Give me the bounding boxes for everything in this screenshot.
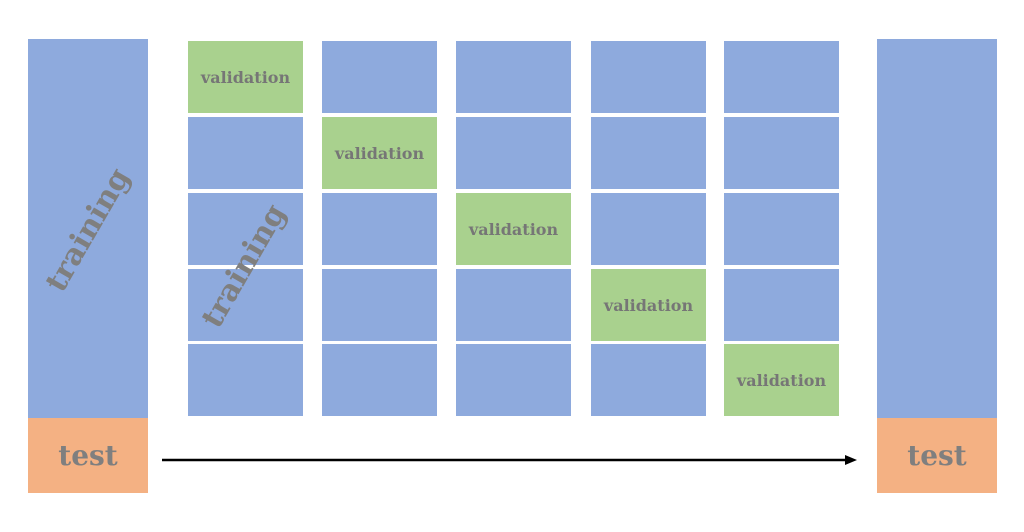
validation-cell: validation [591,269,706,341]
training-cell [456,41,571,113]
training-cell [591,41,706,113]
training-cell [591,193,706,265]
validation-label: validation [603,295,694,315]
training-cell [591,117,706,189]
training-cell [456,117,571,189]
validation-label: validation [468,219,559,239]
training-cell [322,269,437,341]
validation-cell: validation [188,41,303,113]
training-cell [456,269,571,341]
training-cell [724,41,839,113]
training-cell [591,344,706,416]
training-cell [724,193,839,265]
left-training-block [28,39,148,418]
validation-cell: validation [456,193,571,265]
right-training-block [877,39,997,418]
training-cell [188,117,303,189]
validation-label: validation [736,370,827,390]
validation-cell: validation [724,344,839,416]
training-cell [188,193,303,265]
right-test-block: test [877,418,997,493]
validation-label: validation [334,143,425,163]
training-cell [188,269,303,341]
training-cell [322,41,437,113]
left-test-label: test [58,439,118,472]
arrow-head [845,455,857,465]
training-cell [322,344,437,416]
validation-label: validation [200,67,291,87]
training-cell [456,344,571,416]
training-cell [724,269,839,341]
left-test-block: test [28,418,148,493]
training-cell [322,193,437,265]
training-cell [188,344,303,416]
training-cell [724,117,839,189]
right-test-label: test [907,439,967,472]
validation-cell: validation [322,117,437,189]
